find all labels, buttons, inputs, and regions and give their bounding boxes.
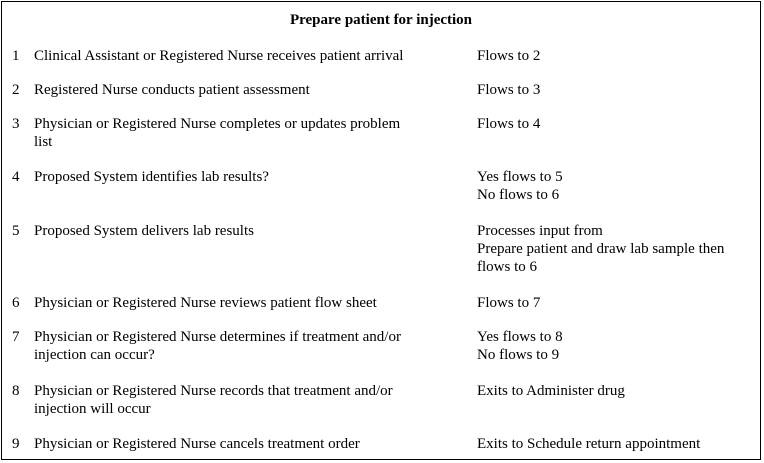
step-line: Proposed System identifies lab results? bbox=[34, 169, 269, 185]
step-number: 7 bbox=[12, 329, 20, 345]
flow-line: Flows to 4 bbox=[477, 116, 541, 132]
step-description: Physician or Registered Nurse completes … bbox=[34, 115, 454, 151]
flow-line: Flows to 2 bbox=[477, 48, 541, 64]
step-line: Physician or Registered Nurse reviews pa… bbox=[34, 295, 377, 311]
step-description: Physician or Registered Nurse cancels tr… bbox=[34, 435, 454, 453]
step-flow: Flows to 7 bbox=[477, 294, 759, 312]
flow-line: Yes flows to 8 bbox=[477, 329, 563, 345]
step-number: 1 bbox=[12, 48, 20, 64]
step-description: Proposed System delivers lab results bbox=[34, 222, 454, 240]
step-number: 6 bbox=[12, 295, 20, 311]
table-title: Prepare patient for injection bbox=[289, 12, 473, 28]
step-line: Physician or Registered Nurse records th… bbox=[34, 383, 393, 399]
flow-line: Exits to Administer drug bbox=[477, 383, 625, 399]
flow-line: Processes input from bbox=[477, 223, 603, 239]
flow-line: No flows to 9 bbox=[477, 347, 560, 363]
step-line: injection will occur bbox=[34, 401, 151, 417]
flow-line: Flows to 3 bbox=[477, 82, 541, 98]
step-flow: Processes input from Prepare patient and… bbox=[477, 222, 759, 276]
flow-line: Prepare patient and draw lab sample then bbox=[477, 241, 725, 257]
step-flow: Yes flows to 5 No flows to 6 bbox=[477, 168, 759, 204]
step-line: list bbox=[34, 134, 53, 150]
step-line: Physician or Registered Nurse determines… bbox=[34, 329, 401, 345]
step-line: injection can occur? bbox=[34, 347, 155, 363]
step-description: Registered Nurse conducts patient assess… bbox=[34, 81, 454, 99]
step-description: Proposed System identifies lab results? bbox=[34, 168, 454, 186]
flow-line: Exits to Schedule return appointment bbox=[477, 436, 701, 452]
step-flow: Exits to Schedule return appointment bbox=[477, 435, 759, 453]
flow-line: Flows to 7 bbox=[477, 295, 541, 311]
step-description: Physician or Registered Nurse determines… bbox=[34, 328, 454, 364]
step-number: 9 bbox=[12, 436, 20, 452]
flow-line: flows to 6 bbox=[477, 259, 537, 275]
step-number: 3 bbox=[12, 116, 20, 132]
step-number: 4 bbox=[12, 169, 20, 185]
step-line: Physician or Registered Nurse completes … bbox=[34, 116, 401, 132]
step-description: Physician or Registered Nurse records th… bbox=[34, 382, 454, 418]
step-description: Physician or Registered Nurse reviews pa… bbox=[34, 294, 454, 312]
flow-line: Yes flows to 5 bbox=[477, 169, 563, 185]
step-number: 5 bbox=[12, 223, 20, 239]
step-line: Physician or Registered Nurse cancels tr… bbox=[34, 436, 360, 452]
step-flow: Exits to Administer drug bbox=[477, 382, 759, 400]
step-line: Registered Nurse conducts patient assess… bbox=[34, 82, 310, 98]
step-flow: Flows to 2 bbox=[477, 47, 759, 65]
flow-line: No flows to 6 bbox=[477, 187, 560, 203]
step-description: Clinical Assistant or Registered Nurse r… bbox=[34, 47, 454, 65]
step-flow: Flows to 3 bbox=[477, 81, 759, 99]
step-number: 8 bbox=[12, 383, 20, 399]
step-line: Clinical Assistant or Registered Nurse r… bbox=[34, 48, 404, 64]
step-flow: Yes flows to 8 No flows to 9 bbox=[477, 328, 759, 364]
step-flow: Flows to 4 bbox=[477, 115, 759, 133]
step-line: Proposed System delivers lab results bbox=[34, 223, 254, 239]
step-number: 2 bbox=[12, 82, 20, 98]
